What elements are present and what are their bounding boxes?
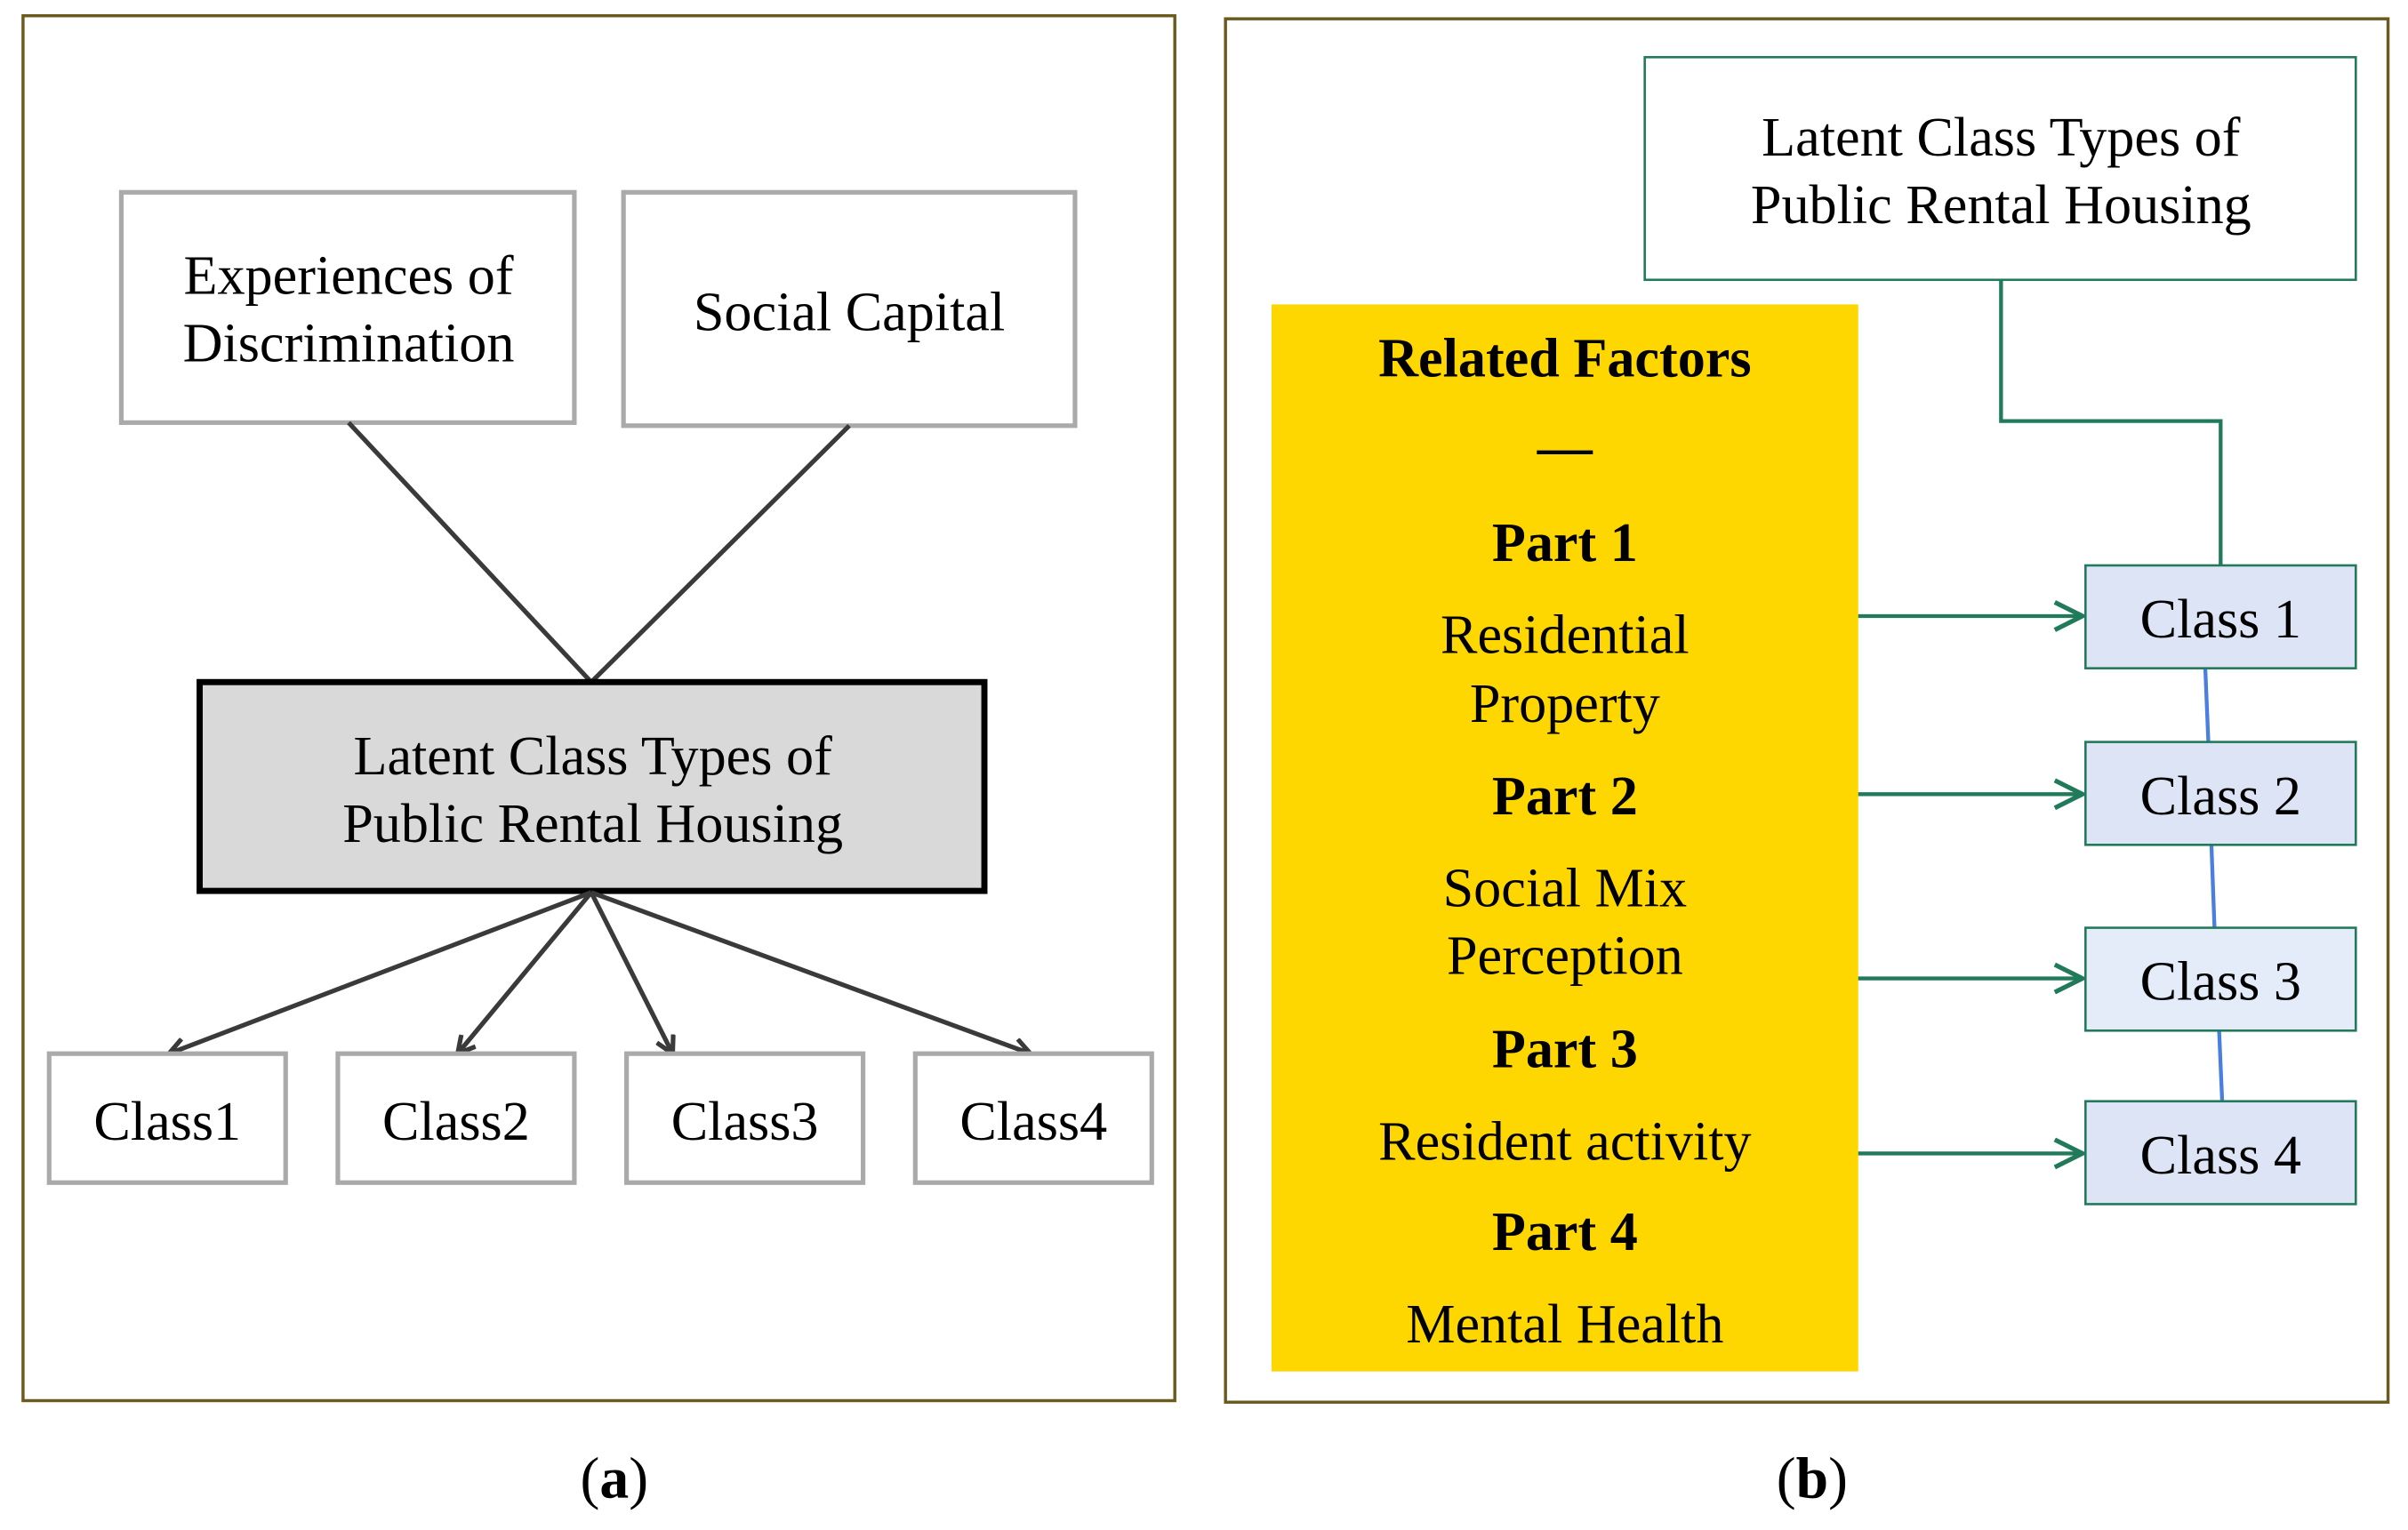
part-text: Mental Health bbox=[1406, 1294, 1723, 1355]
box-text: Public Rental Housing bbox=[1751, 175, 2251, 236]
class-label: Class 3 bbox=[2140, 952, 2301, 1013]
part-title: Part 3 bbox=[1492, 1020, 1638, 1080]
class-label: Class 2 bbox=[2140, 766, 2301, 827]
box-text: Discrimination bbox=[183, 313, 515, 373]
connector-line bbox=[347, 421, 593, 685]
input-box-discrimination: Experiences of Discrimination bbox=[118, 189, 577, 425]
input-box-social-capital: Social Capital bbox=[621, 189, 1078, 429]
class-label: Class 1 bbox=[2140, 589, 2301, 650]
part-text: Property bbox=[1470, 674, 1660, 734]
box-text: Latent Class Types of bbox=[353, 726, 832, 787]
top-box: Latent Class Types of Public Rental Hous… bbox=[1643, 56, 2357, 282]
part-text: Social Mix bbox=[1443, 858, 1688, 918]
class-box-4: Class4 bbox=[912, 1051, 1154, 1185]
class-box-4: Class 4 bbox=[2084, 1100, 2357, 1206]
class-box-2: Class 2 bbox=[2084, 741, 2357, 846]
box-text: Latent Class Types of bbox=[1762, 108, 2241, 168]
class-link bbox=[2203, 668, 2211, 742]
class-box-3: Class3 bbox=[624, 1051, 866, 1185]
class-box-2: Class2 bbox=[335, 1051, 577, 1185]
class-label: Class4 bbox=[959, 1092, 1107, 1152]
part-title: Part 4 bbox=[1492, 1202, 1638, 1262]
panel-a-caption: (a) bbox=[581, 1446, 649, 1510]
box-text: Experiences of bbox=[184, 245, 514, 306]
arrow bbox=[589, 891, 673, 1053]
connector-line bbox=[1999, 279, 2223, 565]
class-label: Class2 bbox=[382, 1092, 530, 1152]
class-label: Class 4 bbox=[2140, 1125, 2301, 1186]
class-label: Class3 bbox=[671, 1092, 819, 1152]
arrow bbox=[590, 890, 1031, 1053]
arrow bbox=[169, 890, 592, 1053]
class-box-1: Class 1 bbox=[2084, 564, 2357, 669]
panel-b: Latent Class Types of Public Rental Hous… bbox=[1224, 17, 2390, 1510]
connector-line bbox=[590, 423, 851, 685]
factors-dash: — bbox=[1537, 418, 1593, 478]
related-factors-box: Related Factors — Part 1 Residential Pro… bbox=[1271, 304, 1858, 1372]
part-title: Part 2 bbox=[1492, 766, 1638, 827]
center-box: Latent Class Types of Public Rental Hous… bbox=[197, 678, 988, 894]
arrow bbox=[458, 891, 593, 1053]
part-text: Perception bbox=[1447, 925, 1683, 986]
class-label: Class1 bbox=[93, 1092, 241, 1152]
part-text: Residential bbox=[1441, 605, 1690, 665]
factors-title: Related Factors bbox=[1378, 329, 1751, 389]
panel-a: Experiences of Discrimination Social Cap… bbox=[21, 13, 1176, 1510]
class-link bbox=[2209, 845, 2217, 928]
class-link bbox=[2217, 1030, 2225, 1101]
class-box-3: Class 3 bbox=[2084, 926, 2357, 1032]
panel-b-caption: (b) bbox=[1777, 1446, 1848, 1510]
part-title: Part 1 bbox=[1492, 513, 1638, 573]
box-text: Social Capital bbox=[694, 283, 1005, 343]
class-box-1: Class1 bbox=[46, 1051, 288, 1185]
box-text: Public Rental Housing bbox=[342, 794, 843, 854]
part-text: Resident activity bbox=[1378, 1111, 1751, 1172]
